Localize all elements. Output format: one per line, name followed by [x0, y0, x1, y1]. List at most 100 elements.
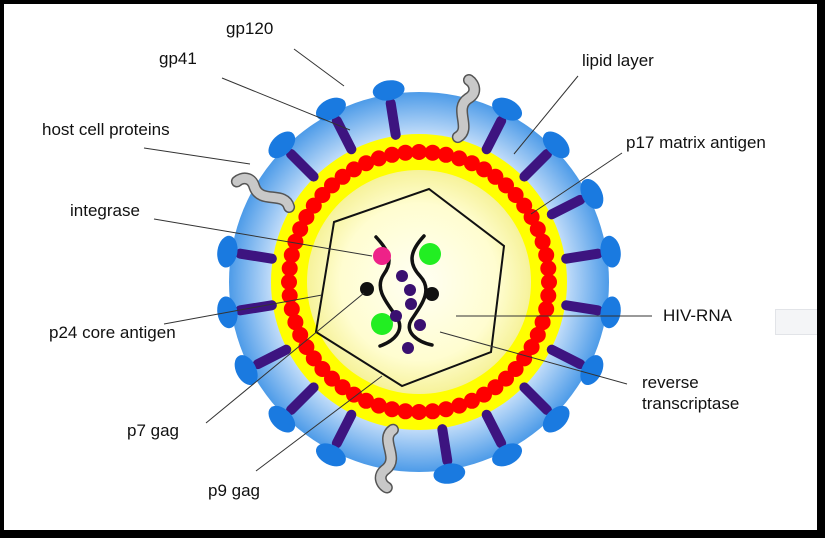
- integrase-dot: [373, 247, 391, 265]
- leader-p24: [163, 294, 323, 325]
- matrix-bead: [298, 209, 315, 225]
- matrix-bead: [438, 401, 454, 418]
- matrix-bead: [358, 155, 375, 172]
- matrix-bead: [324, 177, 340, 194]
- envelope-spike: [519, 382, 570, 433]
- label-p7-gag: p7 gag: [127, 421, 179, 440]
- matrix-bead: [281, 274, 297, 290]
- gp41-stalk: [331, 409, 357, 449]
- gp120-cap: [600, 296, 621, 329]
- matrix-bead: [281, 287, 298, 304]
- enzyme-dot: [405, 298, 417, 310]
- gp41-stalk: [286, 382, 319, 415]
- matrix-bead: [314, 361, 331, 377]
- matrix-bead: [476, 161, 492, 178]
- gp41-stalk: [235, 248, 277, 264]
- gp41-stalk: [481, 115, 507, 155]
- gp41-stalk: [437, 424, 453, 466]
- gp41-stalk: [385, 98, 401, 140]
- matrix-bead: [529, 326, 546, 343]
- matrix-bead: [424, 403, 441, 420]
- matrix-bead: [438, 146, 454, 163]
- matrix-bead: [516, 197, 533, 214]
- matrix-bead: [424, 144, 441, 161]
- gp41-stalk: [252, 344, 292, 370]
- label-gp120: gp120: [226, 19, 273, 38]
- capsid-interior: [307, 170, 531, 394]
- p17-matrix-beads: [281, 144, 557, 420]
- leader-host-cell-proteins: [143, 147, 251, 165]
- envelope-spike: [481, 409, 523, 467]
- gp41-stalk: [235, 300, 277, 316]
- gp120-cap: [315, 443, 346, 467]
- matrix-bead: [451, 150, 468, 167]
- leader-gp120: [293, 48, 345, 87]
- envelope-spike: [268, 131, 319, 182]
- gp120-cap: [268, 131, 296, 159]
- label-host-cell-proteins: host cell proteins: [42, 120, 170, 139]
- matrix-bead: [287, 314, 304, 331]
- gp41-stalk: [546, 194, 586, 220]
- gp120-cap: [492, 443, 523, 467]
- rna-node-dot: [360, 282, 374, 296]
- label-reverse-transcriptase-line2: transcriptase: [642, 394, 739, 413]
- gp41-stalk: [561, 248, 603, 264]
- corner-overlay-tab: [775, 309, 817, 335]
- matrix-bead: [541, 274, 557, 290]
- matrix-bead: [334, 168, 351, 185]
- p7-nucleocapsid-dot: [371, 313, 393, 335]
- envelope-spike: [546, 344, 604, 386]
- envelope-spike: [315, 409, 357, 467]
- envelope-spike: [546, 178, 604, 220]
- gp120-cap: [580, 178, 604, 209]
- gp120-cap: [268, 405, 296, 433]
- matrix-bead: [451, 397, 468, 414]
- matrix-bead: [463, 155, 480, 172]
- matrix-bead: [538, 247, 555, 263]
- label-p17-matrix-antigen: p17 matrix antigen: [626, 133, 766, 152]
- label-p24-core-antigen: p24 core antigen: [49, 323, 176, 342]
- host-cell-protein: [451, 74, 481, 144]
- envelope-spike: [268, 382, 319, 433]
- matrix-bead: [384, 146, 400, 163]
- gp41-stalk: [519, 382, 552, 415]
- matrix-bead: [281, 260, 298, 277]
- rna-strand-right: [407, 234, 434, 347]
- label-p9-gag: p9 gag: [208, 481, 260, 500]
- matrix-bead: [523, 209, 540, 225]
- matrix-bead: [287, 233, 304, 250]
- enzyme-dot: [414, 319, 426, 331]
- gp120-cap: [580, 355, 604, 386]
- enzyme-dot: [402, 342, 414, 354]
- matrix-bead: [476, 386, 492, 403]
- envelope-spike: [561, 296, 621, 329]
- matrix-bead: [292, 221, 309, 238]
- envelope-spike: [519, 131, 570, 182]
- host-cell-protein: [374, 423, 399, 494]
- matrix-bead: [397, 403, 414, 420]
- matrix-bead: [540, 287, 557, 304]
- gp41-stalk: [561, 300, 603, 316]
- label-hiv-rna: HIV-RNA: [663, 306, 733, 325]
- matrix-bead: [540, 260, 557, 277]
- gp120-cap: [315, 97, 346, 121]
- matrix-bead: [534, 233, 551, 250]
- matrix-bead: [298, 339, 315, 355]
- gp120-cap: [542, 131, 570, 159]
- matrix-bead: [487, 168, 504, 185]
- matrix-bead: [463, 392, 480, 409]
- leader-p7: [205, 292, 365, 424]
- host-cell-protein: [230, 172, 296, 213]
- envelope-spike: [433, 424, 466, 484]
- enzyme-dot: [396, 270, 408, 282]
- gp120-cap: [372, 80, 405, 101]
- envelope-spike: [234, 344, 292, 386]
- matrix-bead: [370, 397, 387, 414]
- gp120-cap: [234, 355, 258, 386]
- matrix-bead: [346, 161, 362, 178]
- matrix-bead: [370, 150, 387, 167]
- matrix-bead: [305, 350, 322, 367]
- envelope-spikes: [217, 74, 621, 494]
- envelope-spike: [561, 235, 621, 268]
- matrix-bead: [305, 197, 322, 214]
